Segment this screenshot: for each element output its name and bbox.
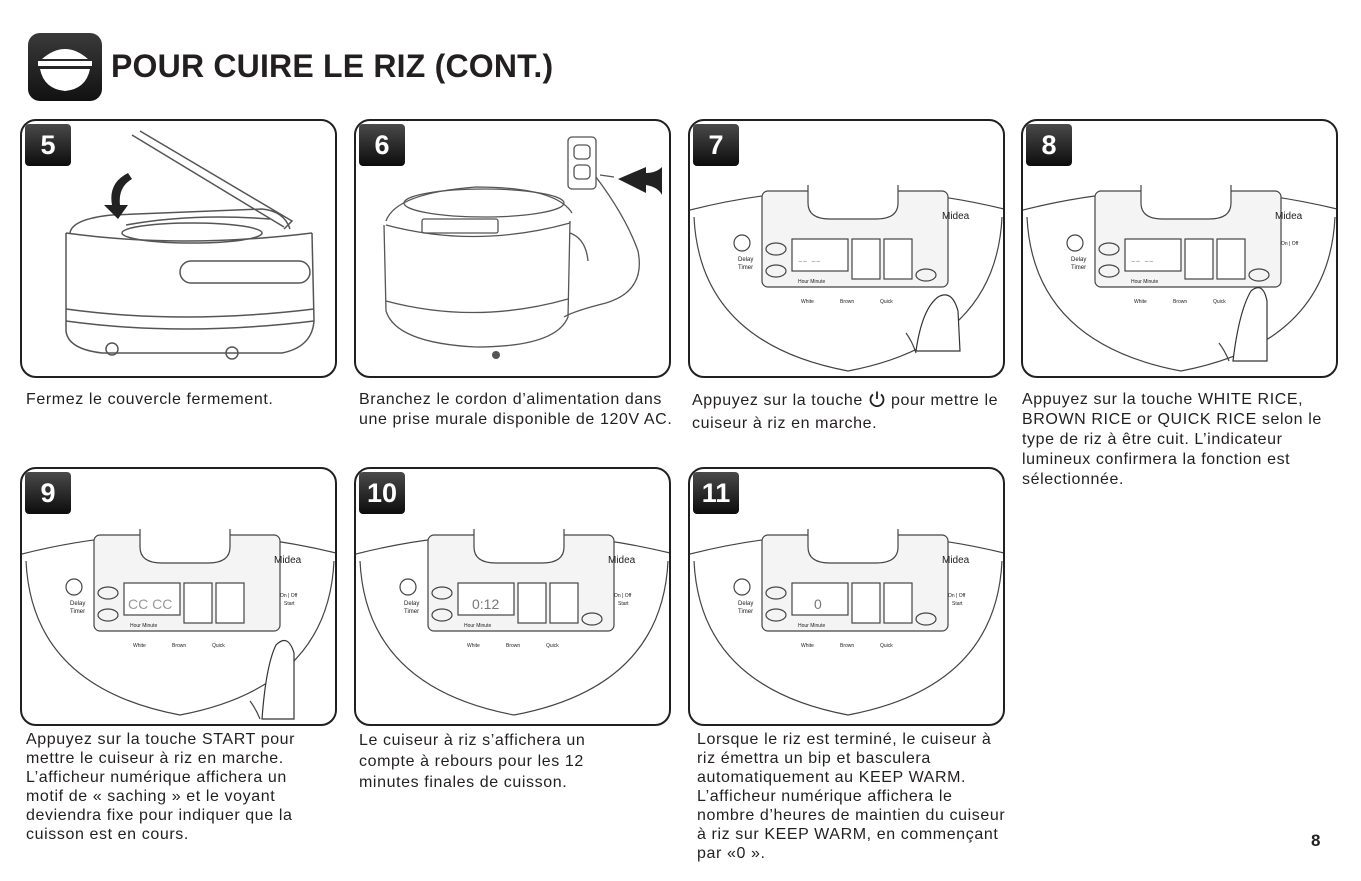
- svg-text:-- --: -- --: [1131, 252, 1154, 268]
- svg-text:Hour Minute: Hour Minute: [798, 623, 825, 629]
- svg-text:Hour Minute: Hour Minute: [130, 623, 157, 629]
- svg-text:CC CC: CC CC: [128, 596, 172, 612]
- svg-text:White: White: [801, 643, 814, 649]
- svg-text:Hour Minute: Hour Minute: [1131, 279, 1158, 285]
- control-panel-illustration: Midea Delay Timer 0 Hour Minute White Br…: [690, 529, 1003, 716]
- step-9-panel: 9 Midea Delay Timer CC CC Hour Minute Wh…: [20, 467, 337, 726]
- svg-text:Hour Minute: Hour Minute: [464, 623, 491, 629]
- svg-text:Timer: Timer: [70, 609, 85, 615]
- svg-text:Brown: Brown: [840, 299, 854, 305]
- power-icon: [868, 390, 886, 414]
- svg-text:Delay: Delay: [70, 601, 85, 607]
- svg-text:White: White: [801, 299, 814, 305]
- step-7-text-before: Appuyez sur la touche: [692, 392, 863, 409]
- svg-text:White: White: [1134, 299, 1147, 305]
- step-5-text: Fermez le couvercle fermement.: [26, 391, 274, 408]
- step-8-text: Appuyez sur la touche WHITE RICE, BROWN …: [1022, 391, 1322, 488]
- svg-text:White: White: [467, 643, 480, 649]
- svg-text:On | Off: On | Off: [614, 593, 632, 599]
- svg-text:Delay: Delay: [738, 257, 753, 263]
- svg-text:Timer: Timer: [738, 265, 753, 271]
- step-8-panel: 8 Midea Delay Timer -- -- Hour Minute Wh…: [1021, 119, 1338, 378]
- step-10-panel: 10 Midea Delay Timer 0:12 Hour Minute Wh…: [354, 467, 671, 726]
- step-5-panel: 5: [20, 119, 337, 378]
- step-badge: 6: [359, 124, 405, 166]
- svg-text:Timer: Timer: [404, 609, 419, 615]
- svg-text:Delay: Delay: [1071, 257, 1086, 263]
- step-badge: 9: [25, 472, 71, 514]
- step-7-panel: 7 Midea Delay Timer -- -- Hour Minute Wh…: [688, 119, 1005, 378]
- svg-text:-- --: -- --: [798, 252, 821, 268]
- svg-text:On | Off: On | Off: [948, 593, 966, 599]
- svg-text:Midea: Midea: [942, 211, 970, 222]
- control-panel-illustration: Midea Delay Timer CC CC Hour Minute Whit…: [22, 529, 335, 720]
- svg-text:White: White: [133, 643, 146, 649]
- svg-text:Start: Start: [952, 601, 963, 607]
- step-11-text: Lorsque le riz est terminé, le cuiseur à…: [697, 731, 1006, 862]
- svg-text:Quick: Quick: [880, 643, 893, 649]
- svg-text:Brown: Brown: [840, 643, 854, 649]
- svg-text:On | Off: On | Off: [1281, 241, 1299, 247]
- svg-text:Start: Start: [284, 601, 295, 607]
- step-11-panel: 11 Midea Delay Timer 0 Hour Minute White…: [688, 467, 1005, 726]
- svg-text:Timer: Timer: [738, 609, 753, 615]
- control-panel-illustration: Midea Delay Timer -- -- Hour Minute Whit…: [1023, 185, 1336, 372]
- step-badge: 7: [693, 124, 739, 166]
- svg-text:Delay: Delay: [404, 601, 419, 607]
- step-7-text-after: pour mettre le cuiseur à riz en marche.: [692, 392, 999, 432]
- step-7-text: Appuyez sur la touche pour mettre le cui…: [692, 390, 1010, 434]
- control-panel-illustration: Midea Delay Timer 0:12 Hour Minute White…: [356, 529, 669, 716]
- svg-text:Quick: Quick: [212, 643, 225, 649]
- step-9-text: Appuyez sur la touche START pour mettre …: [26, 731, 296, 843]
- rice-cooker-plug-illustration: [383, 136, 662, 359]
- rice-cooker-lid-closing-illustration: [65, 130, 315, 360]
- display-readout: 0: [814, 596, 822, 612]
- arrow-down-icon: [104, 173, 132, 219]
- step-badge: 11: [693, 472, 739, 514]
- svg-text:Midea: Midea: [1275, 211, 1303, 222]
- svg-text:Quick: Quick: [880, 299, 893, 305]
- page-title: POUR CUIRE LE RIZ (CONT.): [111, 48, 554, 84]
- svg-text:Brown: Brown: [172, 643, 186, 649]
- svg-text:Midea: Midea: [608, 555, 636, 566]
- step-badge: 10: [359, 472, 406, 514]
- svg-text:Quick: Quick: [546, 643, 559, 649]
- arrow-left-icon: [618, 167, 662, 195]
- step-badge: 8: [1026, 124, 1072, 166]
- svg-text:Midea: Midea: [274, 555, 302, 566]
- svg-text:Midea: Midea: [942, 555, 970, 566]
- svg-text:Brown: Brown: [1173, 299, 1187, 305]
- svg-text:Brown: Brown: [506, 643, 520, 649]
- svg-text:On | Off: On | Off: [280, 593, 298, 599]
- page-number: 8: [1311, 831, 1321, 850]
- svg-text:Quick: Quick: [1213, 299, 1226, 305]
- svg-text:Delay: Delay: [738, 601, 753, 607]
- step-6-text: Branchez le cordon d’alimentation dans u…: [359, 391, 673, 428]
- svg-text:Timer: Timer: [1071, 265, 1086, 271]
- step-6-panel: 6: [354, 119, 671, 378]
- control-panel-illustration: Midea Delay Timer -- -- Hour Minute Whit…: [690, 185, 1003, 372]
- svg-text:Start: Start: [618, 601, 629, 607]
- rice-bowl-icon: [28, 33, 102, 101]
- step-10-text: Le cuiseur à riz s’affichera un compte à…: [359, 732, 586, 791]
- step-badge: 5: [25, 124, 71, 166]
- svg-text:Hour Minute: Hour Minute: [798, 279, 825, 285]
- display-readout: 0:12: [472, 596, 499, 612]
